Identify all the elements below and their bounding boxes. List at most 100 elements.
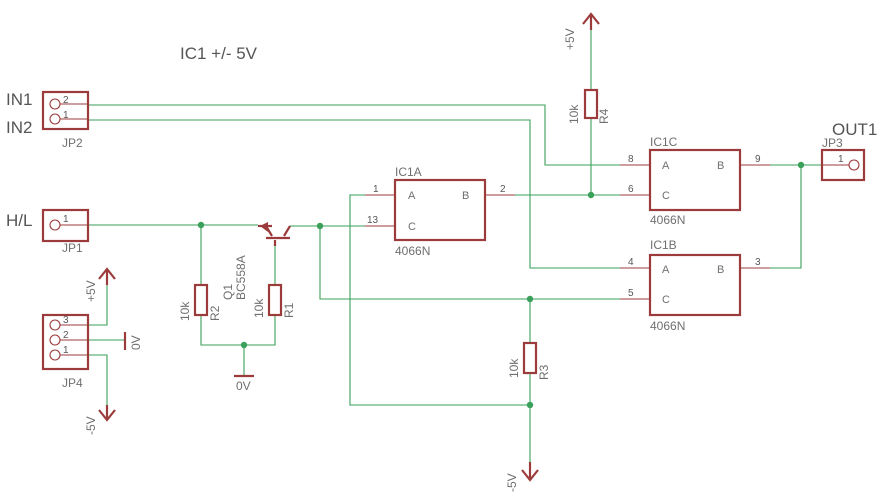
arrow-up-icon [98, 267, 116, 280]
supply-gnd-0v: 0V [234, 374, 254, 393]
r2-name: R2 [208, 305, 222, 321]
r2-value: 10k [178, 301, 192, 321]
arrow-down-icon [98, 409, 116, 422]
ic1c-c-label: C [662, 190, 670, 202]
ic1a-part: 4066N [395, 244, 430, 258]
jp1-pin-1-num: 1 [63, 214, 69, 225]
port-in2-label: IN2 [6, 118, 32, 137]
ic1b-pin-b: 3 [755, 257, 761, 268]
q1-emitter-arrow-icon [260, 222, 268, 232]
supply-jp4-minus-label: -5V [84, 416, 98, 435]
wire-in2 [88, 119, 620, 269]
junction-base [197, 221, 205, 229]
jp3-pin-1-num: 1 [838, 154, 844, 165]
jp3-pin-1 [848, 159, 860, 171]
connector-jp4: 3 2 1 JP4 [41, 313, 90, 390]
ic1a-pin-c: 13 [367, 215, 379, 226]
jp2-pin-2 [49, 98, 61, 110]
supply-jp4-minus5v: -5V [84, 405, 116, 435]
chip-ic1b: IC1B A B C 4066N 4 3 5 [620, 238, 770, 333]
ic1a-leads [365, 194, 515, 227]
jp4-pin-3-num: 3 [63, 315, 69, 326]
jp2-pin-1 [49, 113, 61, 125]
ic1b-name: IC1B [650, 238, 677, 252]
jp2-pin-1-num: 1 [63, 110, 69, 121]
junction-r3-top [526, 295, 534, 303]
ic1a-pin-a: 1 [373, 184, 379, 195]
r4-body [583, 88, 599, 120]
jp4-label: JP4 [62, 376, 83, 390]
q1-part: BC558A [234, 255, 248, 300]
connector-jp1: H/L 1 JP1 [6, 208, 90, 255]
supply-bottom-label: -5V [505, 473, 519, 492]
wire-in1 [88, 104, 620, 166]
jp3-label: JP3 [822, 136, 843, 150]
ic1b-c-label: C [662, 294, 670, 306]
ic1c-pin-c: 6 [628, 184, 634, 195]
junction-out [797, 161, 805, 169]
jp1-pin-1 [49, 219, 61, 231]
r4-name: R4 [597, 108, 611, 124]
supply-gnd-label: 0V [236, 379, 251, 393]
schematic-title: IC1 +/- 5V [180, 44, 258, 63]
chip-ic1c: IC1C A B C 4066N 8 9 6 [620, 135, 770, 227]
ic1b-a-label: A [662, 264, 670, 276]
ic1c-a-label: A [662, 160, 670, 172]
junction-emitter [316, 222, 324, 230]
ic1a-a-label: A [408, 190, 416, 202]
ic1c-name: IC1C [650, 135, 678, 149]
resistor-r2: 10k R2 [178, 283, 222, 321]
jp4-pin-1-num: 1 [63, 345, 69, 356]
supply-bottom-minus5v: -5V [505, 462, 539, 492]
ic1b-body [648, 253, 742, 317]
r3-value: 10k [507, 358, 521, 378]
ic1a-c-label: C [408, 221, 416, 233]
ic1c-body [648, 148, 742, 212]
ic1c-pin-b: 9 [755, 154, 761, 165]
connector-jp3: OUT1 JP3 1 [820, 120, 877, 182]
wire-jp4-plus [88, 285, 108, 326]
supply-jp4-plus5v: +5V [84, 267, 116, 302]
supply-jp4-0v: 0V [123, 332, 143, 350]
ic1c-pin-a: 8 [628, 154, 634, 165]
junction-r3-bottom [526, 401, 534, 409]
jp2-label: JP2 [62, 136, 83, 150]
ic1a-body [393, 178, 487, 242]
resistor-r1: 10k R1 [252, 283, 296, 318]
jp4-pin-2 [49, 334, 61, 346]
q1-emitter-slant [283, 225, 291, 237]
ic1b-b-label: B [717, 264, 724, 276]
r1-name: R1 [282, 302, 296, 318]
wire-ic1b-c [319, 226, 620, 300]
resistor-r4: 10k R4 [567, 88, 611, 124]
supply-top-plus5v: +5V [563, 12, 600, 50]
wire-ic1b-b [740, 165, 802, 269]
supply-jp4-zero-label: 0V [129, 335, 143, 350]
resistor-r3: 10k R3 [507, 341, 551, 380]
r4-value: 10k [567, 104, 581, 124]
r1-body [267, 283, 283, 317]
ic1a-b-label: B [462, 190, 469, 202]
ic1c-part: 4066N [650, 213, 685, 227]
transistor-q1: Q1 BC558A [221, 222, 291, 300]
jp4-pin-1 [49, 349, 61, 361]
supply-top-label: +5V [563, 28, 577, 50]
r1-value: 10k [252, 298, 266, 318]
port-out1-label: OUT1 [832, 120, 877, 139]
arrow-up-icon [582, 12, 600, 25]
chip-ic1a: IC1A A B C 4066N 1 2 13 [367, 165, 506, 258]
ic1b-pin-c: 5 [628, 288, 634, 299]
jp2-pin-2-num: 2 [63, 95, 69, 106]
ic1c-b-label: B [717, 160, 724, 172]
jp1-label: JP1 [62, 241, 83, 255]
connector-jp2: IN1 IN2 2 1 JP2 [6, 90, 90, 150]
junction-r4 [587, 191, 595, 199]
ic1a-name: IC1A [395, 165, 422, 179]
supply-jp4-plus-label: +5V [84, 280, 98, 302]
ic1b-part: 4066N [650, 319, 685, 333]
wire-jp4-minus [88, 354, 108, 410]
port-hl-label: H/L [6, 211, 32, 230]
r2-body [193, 283, 209, 317]
r3-name: R3 [537, 364, 551, 380]
